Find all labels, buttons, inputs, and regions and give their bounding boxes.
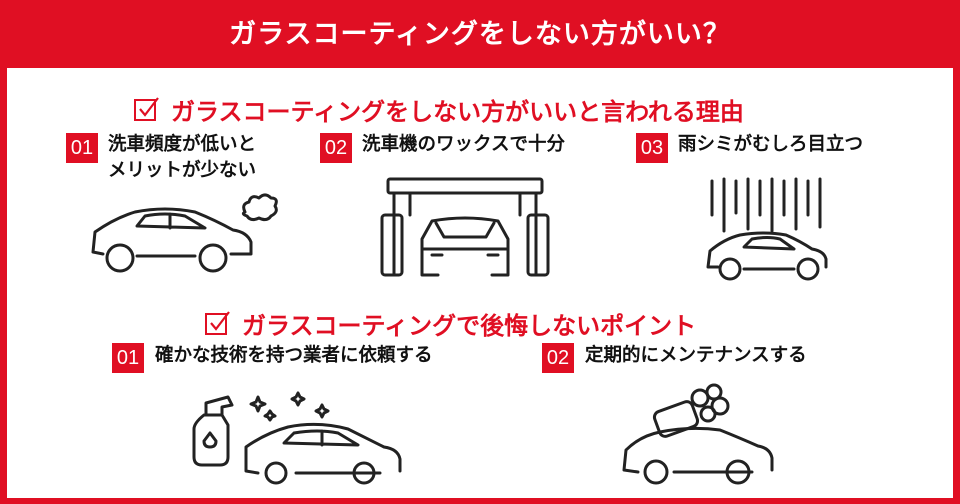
reason-1-text: 洗車頻度が低いと メリットが少ない — [108, 132, 256, 184]
checkbox-icon — [134, 96, 159, 121]
reasons-heading-text: ガラスコーティングをしない方がいいと言われる理由 — [171, 98, 744, 126]
checkbox-icon — [205, 310, 230, 335]
car-exhaust-icon — [91, 193, 278, 273]
reason-1-line1: 洗車頻度が低いと — [108, 134, 257, 155]
reason-badge-03: 03 — [636, 133, 668, 163]
content-panel — [7, 68, 953, 498]
point-badge-01: 01 — [112, 343, 144, 373]
points-heading: ガラスコーティングで後悔しないポイント — [204, 306, 696, 341]
point-2-text: 定期的にメンテナンスする — [585, 345, 807, 366]
reason-badge-01: 01 — [66, 133, 98, 163]
reason-2-text: 洗車機のワックスで十分 — [362, 134, 565, 155]
point-badge-02: 02 — [542, 343, 574, 373]
points-heading-text: ガラスコーティングで後悔しないポイント — [242, 312, 697, 340]
reasons-heading: ガラスコーティングをしない方がいいと言われる理由 — [133, 92, 744, 127]
reason-3-text: 雨シミがむしろ目立つ — [678, 134, 864, 155]
car-sponge-icon — [622, 383, 774, 485]
reason-1-line2: メリットが少ない — [108, 160, 257, 181]
page-title: ガラスコーティングをしない方がいい？ — [229, 19, 731, 50]
car-wash-machine-icon — [380, 177, 550, 277]
reason-badge-02: 02 — [320, 133, 352, 163]
point-1-text: 確かな技術を持つ業者に依頼する — [155, 345, 433, 366]
car-spray-icon — [192, 391, 402, 485]
car-rain-icon — [706, 177, 828, 281]
